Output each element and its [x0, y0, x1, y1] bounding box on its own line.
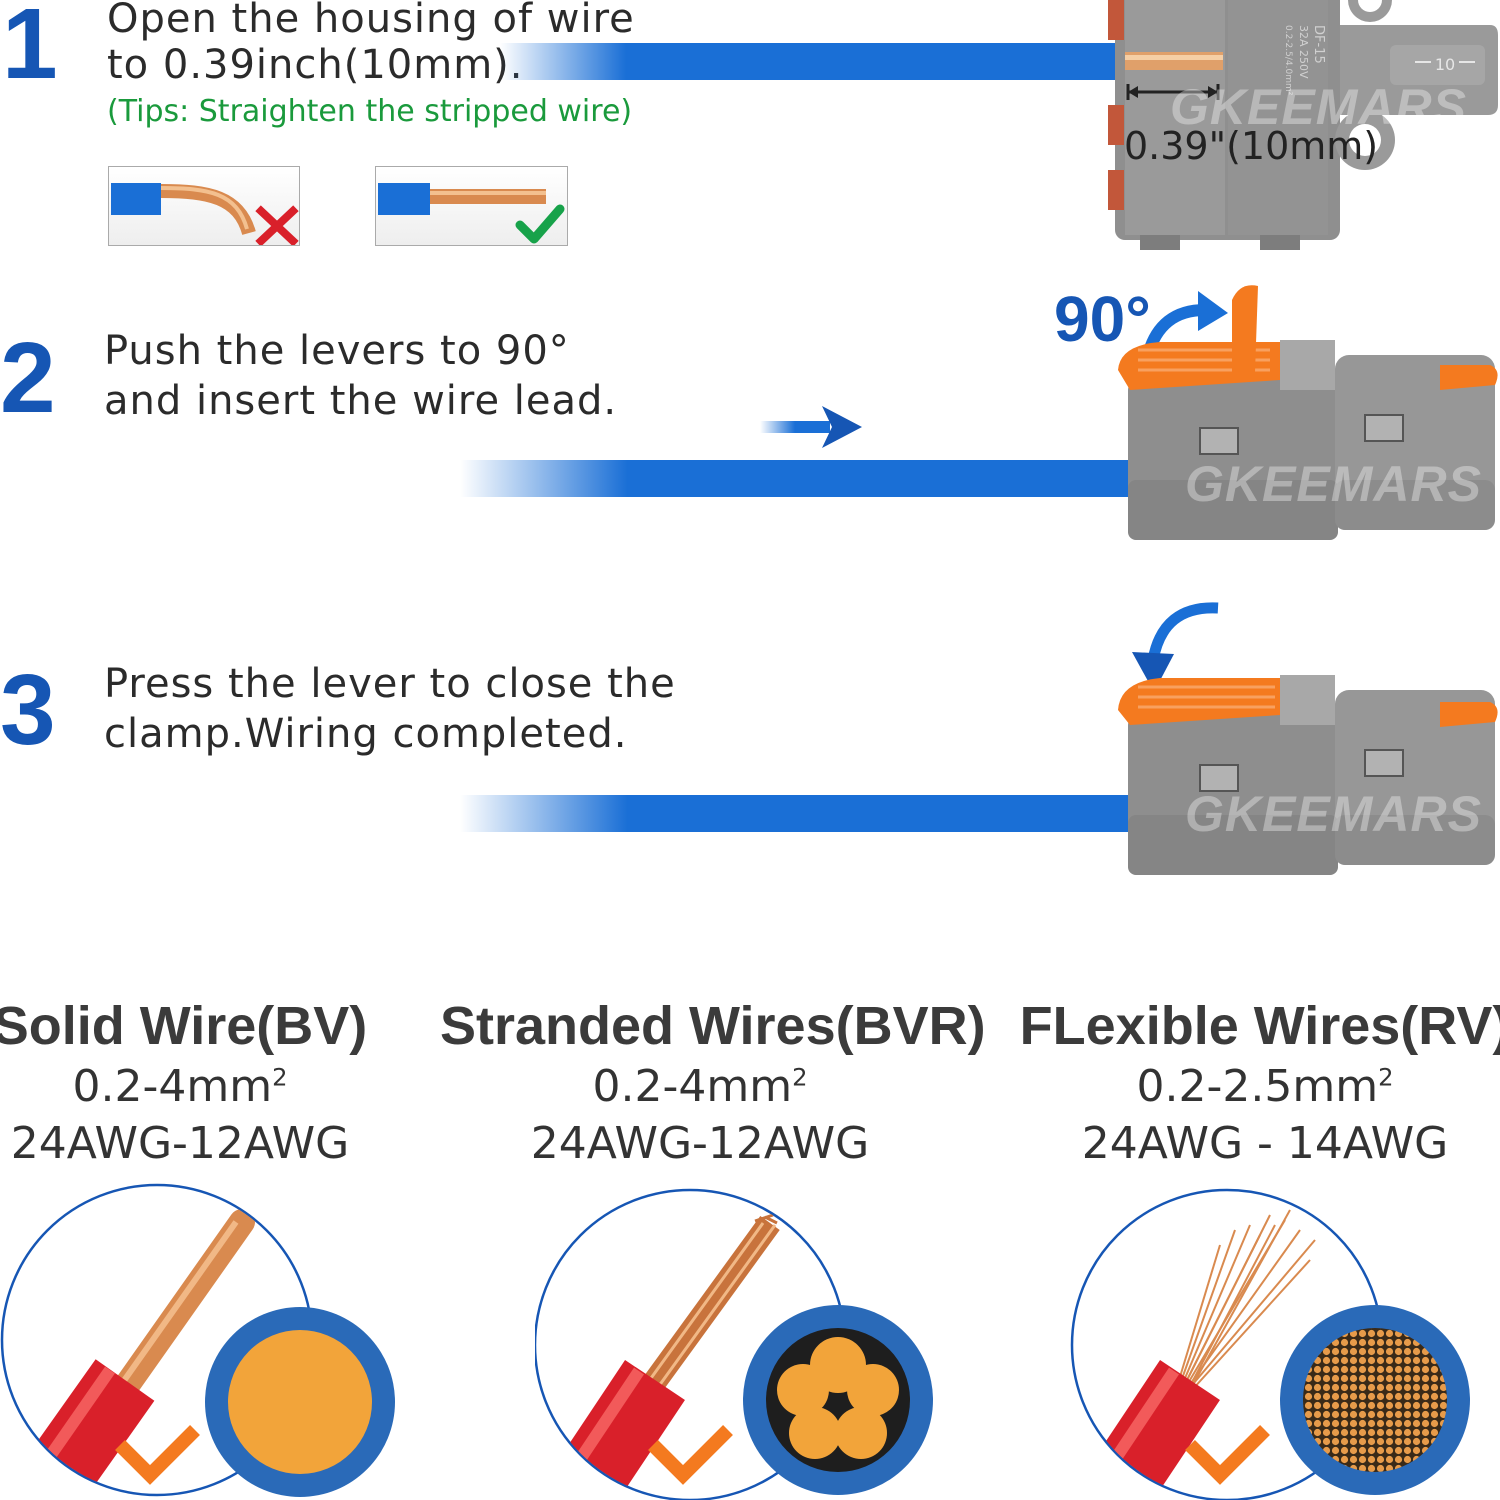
wire-type-title: FLexible Wires(RV) — [1019, 996, 1500, 1056]
housing-text-1: DF-15 — [1311, 25, 1326, 64]
step-1-tip: (Tips: Straighten the stripped wire) — [107, 94, 633, 129]
wire-type-stranded: Stranded Wires(BVR) 0.2-4mm2 24AWG-12AWG — [440, 995, 986, 1169]
wire-type-title: Stranded Wires(BVR) — [440, 996, 986, 1056]
checkmark-icon — [115, 1425, 200, 1485]
right-wire-example — [375, 166, 568, 246]
watermark-3: GKEEMARS — [1185, 786, 1482, 842]
scale-mark: 10 — [1435, 55, 1455, 74]
wire-type-area: 0.2-4mm2 — [592, 1061, 808, 1112]
step-number-2: 2 — [0, 322, 56, 434]
straight-wire-illustration — [378, 183, 546, 215]
wire-type-area: 0.2-4mm2 — [72, 1061, 288, 1112]
wire-type-title: Solid Wire(BV) — [0, 996, 368, 1056]
step-2-line-2: and insert the wire lead. — [104, 378, 618, 424]
wire-type-awg: 24AWG-12AWG — [10, 1118, 350, 1169]
check-icon — [515, 204, 565, 244]
wire-type-flexible: FLexible Wires(RV) 0.2-2.5mm2 24AWG - 14… — [1005, 995, 1500, 1169]
cross-icon — [255, 205, 299, 245]
checkmark-icon — [1185, 1425, 1270, 1485]
step-number-3: 3 — [0, 654, 56, 766]
step-1-connector: DF-15 32A 250V 0.2-2.5/4.0mm² 10 — [1108, 0, 1498, 250]
right-arrow-icon — [760, 406, 862, 448]
flexible-wire-illustration — [1070, 1188, 1470, 1500]
step-2-connector — [1118, 285, 1498, 540]
stranded-wire-illustration — [535, 1188, 933, 1500]
step-3-line-2: clamp.Wiring completed. — [104, 711, 628, 757]
step-number-1: 1 — [2, 0, 58, 100]
step-3-line-1: Press the lever to close the — [104, 661, 676, 707]
watermark-2: GKEEMARS — [1185, 456, 1482, 512]
bent-wire-illustration — [111, 183, 256, 236]
wire-type-awg: 24AWG-12AWG — [530, 1118, 870, 1169]
wire-type-awg: 24AWG - 14AWG — [1081, 1118, 1449, 1169]
step-1-line-1: Open the housing of wire — [107, 0, 635, 42]
angle-label: 90° — [1054, 283, 1151, 355]
housing-text-3: 0.2-2.5/4.0mm² — [1283, 25, 1293, 96]
press-arrow-icon — [1132, 602, 1219, 692]
measurement-label: 0.39"(10mm) — [1124, 124, 1379, 168]
watermark-1: GKEEMARS — [1170, 79, 1467, 135]
step-1-line-2: to 0.39inch(10mm). — [107, 42, 524, 88]
solid-wire-illustration — [0, 1183, 395, 1497]
step-2-wire — [460, 460, 1130, 497]
step-1-wire — [500, 43, 1130, 80]
wire-type-solid: Solid Wire(BV) 0.2-4mm2 24AWG-12AWG — [0, 995, 440, 1169]
step-2-line-1: Push the levers to 90° — [104, 328, 570, 374]
housing-text-2: 32A 250V — [1297, 25, 1310, 79]
checkmark-icon — [648, 1425, 733, 1485]
wrong-wire-example — [108, 166, 300, 246]
step-3-wire — [460, 795, 1130, 832]
step-3-connector — [1118, 675, 1498, 875]
wire-type-area: 0.2-2.5mm2 — [1136, 1061, 1394, 1112]
